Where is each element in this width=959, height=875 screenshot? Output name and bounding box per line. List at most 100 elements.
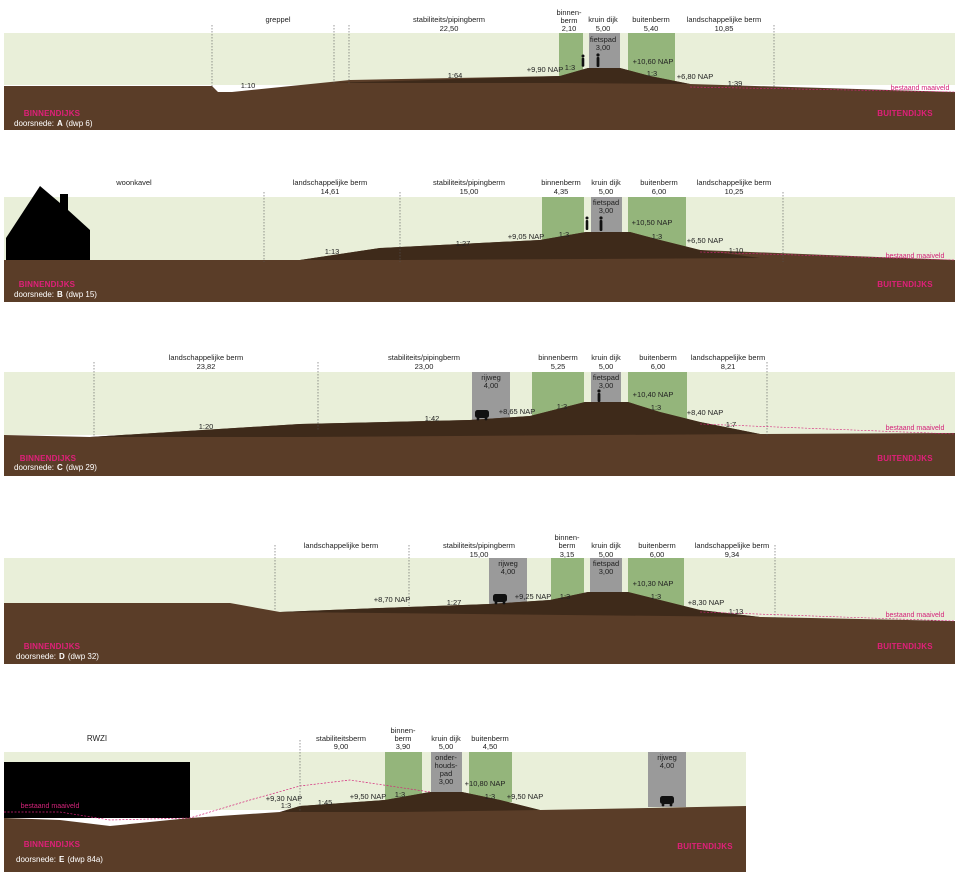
road-width: 4,00 [501,567,516,576]
zone-label: landschappelijke berm [691,353,766,362]
ground-profile-d [4,592,955,664]
pedestrian-icon [597,389,601,402]
slope-label: 1:3 [652,232,662,241]
zone-label: kruin dijk [588,15,618,24]
zone-label: landschappelijke berm [293,178,368,187]
zone-label: stabiliteits/pipingberm [433,178,505,187]
zone-label: binnenberm [541,178,581,187]
pedestrian-icon [599,216,603,231]
zone-label: landschappelijke berm [695,541,770,550]
zone-width: 9,00 [334,742,349,751]
zone-label: buitenberm [638,541,676,550]
slope-label: 1:3 [647,69,657,78]
zone-label: kruin dijk [431,734,461,743]
ground-profile-a [4,68,955,130]
zone-width: 5,00 [599,187,614,196]
path-label: fietspad [593,198,619,207]
buitenberm-zone-e [469,752,512,802]
zone-width: 15,00 [470,550,489,559]
section-caption: doorsnede:A(dwp 6) [14,119,93,128]
slope-label: 1:3 [557,402,567,411]
binnenberm-zone-e [385,752,422,802]
slope-label: 1:3 [560,592,570,601]
zone-label: buitenberm [639,353,677,362]
zone-width: 22,50 [440,24,459,33]
zone-width: 14,61 [321,187,340,196]
road-width: 4,00 [660,761,675,770]
zone-width: 3,15 [560,550,575,559]
zone-label: binnen- [390,726,416,735]
slope-label: 1:39 [728,79,743,88]
zone-width: 5,00 [439,742,454,751]
dike-body-d [280,592,760,617]
slope-label: 1:7 [726,420,736,429]
house-icon [6,186,90,260]
ground-profile-e [4,792,746,872]
level-label: +6,80 NAP [677,72,713,81]
outside-label: BUITENDIJKS [877,642,933,651]
zone-label: woonkavel [115,178,152,187]
maint-path-width: 3,00 [439,777,454,786]
slope-label: 1:13 [325,247,340,256]
zone-label: berm [560,16,577,25]
road-label: rijweg [498,559,518,568]
zone-label: berm [394,734,411,743]
cross-section-c: landschappelijke berm 23,82 stabiliteits… [4,353,956,476]
zone-label: berm [558,541,575,550]
zone-width: 8,21 [721,362,736,371]
zone-width: 5,25 [551,362,566,371]
slope-label: 1:64 [448,71,463,80]
zone-width: 4,50 [483,742,498,751]
road-label: rijweg [657,753,677,762]
zone-width: 5,40 [644,24,659,33]
level-label: +9,50 NAP [350,792,386,801]
existing-ground-label: bestaand maaiveld [886,253,945,260]
maint-path-label: houds- [435,761,458,770]
zone-width: 2,10 [562,24,577,33]
slope-label: 1:20 [199,422,214,431]
zone-label: landschappelijke berm [697,178,772,187]
kruin-zone-e [431,752,462,797]
inside-label: BINNENDIJKS [24,109,81,118]
slope-label: 1:45 [318,798,333,807]
section-caption: doorsnede:D(dwp 32) [16,652,99,661]
level-label: +10,40 NAP [633,390,674,399]
level-label: +9,50 NAP [507,792,543,801]
zone-label: kruin dijk [591,178,621,187]
outside-label: BUITENDIJKS [677,842,733,851]
zone-label: landschappelijke berm [304,541,379,550]
zone-label: binnen- [556,8,582,17]
outside-label: BUITENDIJKS [877,454,933,463]
car-icon [475,410,489,421]
cross-section-b: woonkavel landschappelijke berm 14,61 st… [4,178,956,302]
maint-path-label: pad [440,769,453,778]
zone-label: landschappelijke berm [687,15,762,24]
existing-ground-line [699,251,956,261]
zone-label: kruin dijk [591,353,621,362]
ground-profile-c [4,402,955,476]
car-icon [660,796,674,807]
zone-label: greppel [265,15,290,24]
existing-ground-label: bestaand maaiveld [886,425,945,432]
zone-label: stabiliteits/pipingberm [388,353,460,362]
slope-label: 1:27 [456,239,471,248]
existing-ground-line [699,423,956,435]
inside-label: BINNENDIJKS [24,840,81,849]
slope-label: 1:27 [447,598,462,607]
level-label: +9,90 NAP [527,65,563,74]
dike-body-b [300,232,760,260]
level-label: +10,30 NAP [633,579,674,588]
existing-ground-label: bestaand maaiveld [21,803,80,810]
cyclist-icon [581,54,585,67]
zone-width: 6,00 [652,187,667,196]
level-label: +8,65 NAP [499,407,535,416]
slope-label: 1:13 [729,607,744,616]
level-label: +8,40 NAP [687,408,723,417]
road-label: rijweg [481,373,501,382]
slope-label: 1:3 [395,790,405,799]
level-label: +10,80 NAP [465,779,506,788]
zone-label: landschappelijke berm [169,353,244,362]
zone-label: stabiliteits/pipingberm [443,541,515,550]
zone-label: stabiliteitsberm [316,734,366,743]
